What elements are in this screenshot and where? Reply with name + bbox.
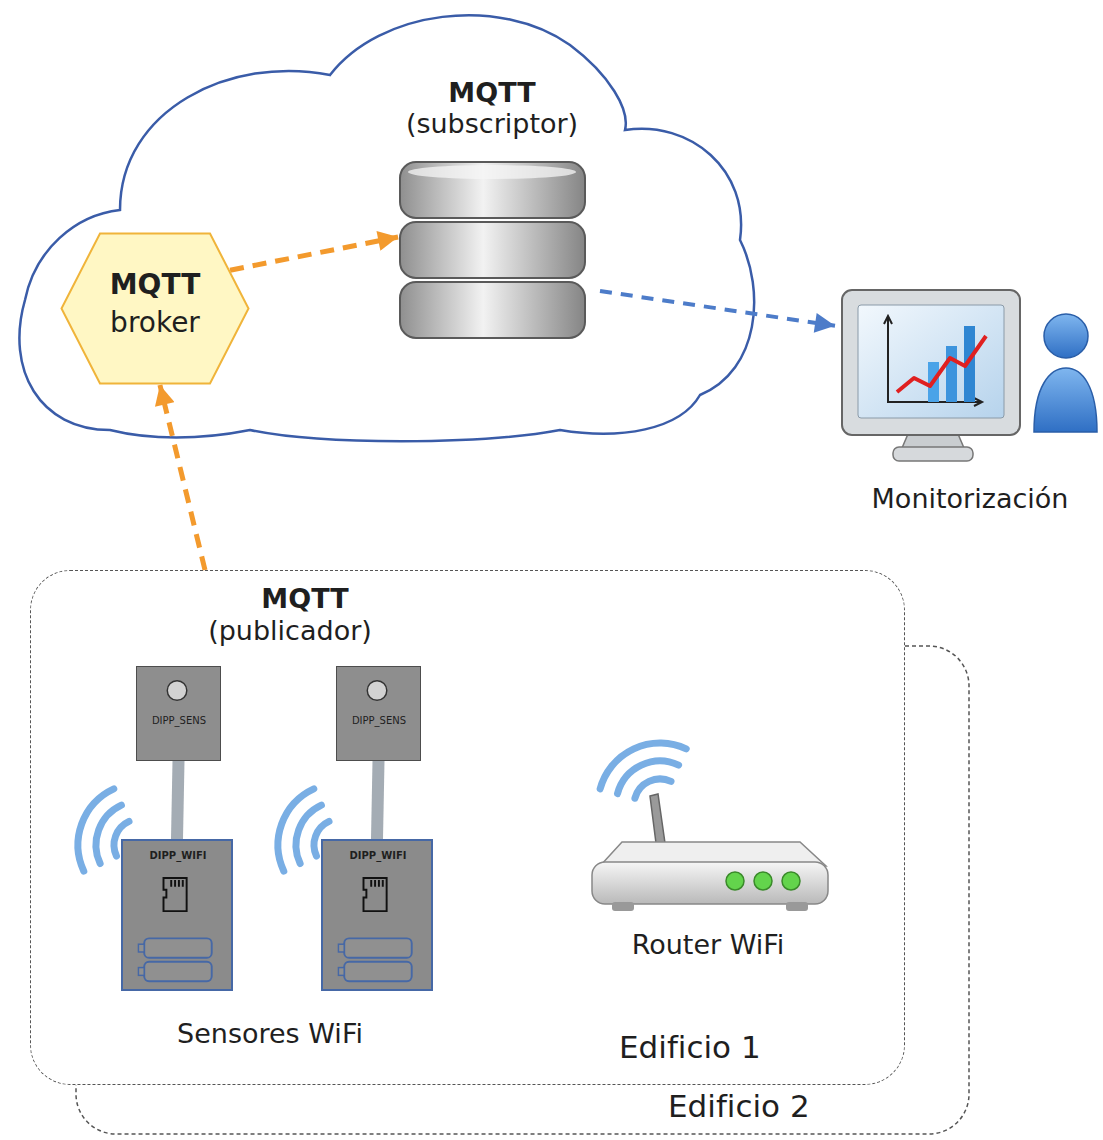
- building-area: Edificio 2: [75, 645, 970, 1135]
- router-node: Router WiFi: [586, 726, 836, 971]
- building-area-shape: [75, 645, 970, 1135]
- sensor-board-shape: [137, 667, 220, 760]
- node-text: MQTT: [110, 268, 201, 302]
- wifi-board: DIPP_WIFI: [321, 839, 433, 991]
- database-icon: [408, 165, 576, 179]
- monitor-icon: [842, 290, 1020, 461]
- node-text: Monitorización: [872, 483, 1069, 515]
- router-icon: [592, 862, 828, 904]
- database-node: MQTT(subscriptor): [395, 75, 600, 345]
- router-icon: [726, 872, 744, 890]
- monitor-icon: [897, 336, 986, 392]
- wifi-board-shape: [138, 878, 211, 981]
- router-icon: [782, 872, 800, 890]
- router-icon: [592, 794, 828, 911]
- node-text: Edificio 2: [668, 1088, 810, 1125]
- monitor-node: Monitorización: [835, 285, 1100, 525]
- building-area: DIPP_SENS DIPP_WIFI DIPP_SENS DIPP_WIFI Rout…: [30, 570, 905, 1085]
- node-text: DIPP_WIFI: [350, 850, 407, 862]
- broker-hexagon-shape: [62, 234, 249, 384]
- protocol-label: MQTT: [261, 583, 348, 615]
- wifi-wave: [78, 789, 114, 871]
- user-icon: [1034, 368, 1097, 432]
- wifi-board-shape: [323, 841, 431, 989]
- user-icon: [1034, 314, 1097, 432]
- node-text: MQTT: [448, 77, 535, 109]
- wifi-wave: [296, 805, 321, 863]
- data-flow-arrow: [600, 291, 835, 326]
- node-text: DIPP_WIFI: [150, 850, 207, 862]
- node-text: broker: [110, 306, 200, 340]
- sensor-cable: [177, 761, 179, 839]
- wifi-board-shape: [338, 878, 411, 981]
- monitor-icon: [858, 305, 1004, 418]
- monitor-icon: [946, 346, 957, 402]
- database-icon: [400, 282, 585, 338]
- wifi-board: DIPP_WIFI: [121, 839, 233, 991]
- mqtt-flow-arrow: [160, 385, 205, 570]
- user-icon: [1044, 314, 1088, 358]
- broker-hexagon: MQTT broker: [60, 232, 250, 385]
- database-icon: [400, 222, 585, 278]
- database-icon: [400, 162, 585, 218]
- sensor-board-shape: [337, 667, 420, 760]
- sensor-board-shape: [167, 681, 187, 701]
- router-icon: [612, 902, 634, 911]
- building-area-shape: [76, 646, 969, 1134]
- router-icon: [786, 902, 808, 911]
- sensor-board-shape: [367, 681, 387, 701]
- node-text: DIPP_SENS: [352, 715, 406, 727]
- wifi-board-shape: [123, 841, 231, 989]
- monitor-icon: [902, 434, 964, 448]
- node-text: Router WiFi: [632, 929, 785, 961]
- wifi-wave: [278, 789, 314, 871]
- node-text: DIPP_SENS: [152, 715, 206, 727]
- cloud-outline: [19, 15, 754, 441]
- database-icon: [400, 162, 585, 338]
- wifi-wave: [617, 761, 678, 794]
- node-text: (subscriptor): [406, 108, 578, 140]
- wifi-wave: [600, 743, 686, 789]
- wifi-wave: [96, 805, 121, 863]
- monitor-icon: [842, 290, 1020, 435]
- sensor-cable: [377, 761, 379, 839]
- wifi-waves: [78, 743, 686, 871]
- mqtt-flow-arrow: [230, 237, 398, 270]
- sensor-board: DIPP_SENS: [336, 666, 421, 761]
- group-label: Sensores WiFi: [177, 1018, 363, 1050]
- role-label: (publicador): [208, 615, 372, 647]
- node-text: Edificio 1: [619, 1029, 761, 1066]
- monitor-icon: [893, 447, 973, 461]
- sensor-board: DIPP_SENS: [136, 666, 221, 761]
- router-icon: [754, 872, 772, 890]
